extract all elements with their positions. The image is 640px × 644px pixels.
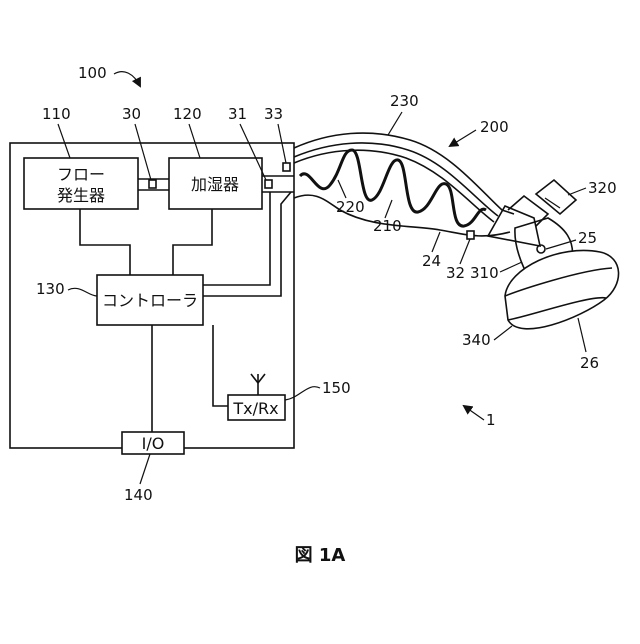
sensor-32 bbox=[467, 231, 474, 239]
ref-150-leader bbox=[285, 387, 320, 400]
ref-340: 340 bbox=[462, 331, 491, 349]
txrx-label: Tx/Rx bbox=[232, 399, 278, 418]
ref-100-arrow bbox=[114, 72, 140, 86]
heating-wire bbox=[300, 150, 486, 226]
ref-32: 32 bbox=[446, 264, 465, 282]
wire-flowgen-controller bbox=[80, 209, 130, 275]
ref-230: 230 bbox=[390, 92, 419, 110]
ref-200: 200 bbox=[480, 118, 509, 136]
ref-220: 220 bbox=[336, 198, 365, 216]
ref-230-leader bbox=[388, 112, 402, 135]
ref-120: 120 bbox=[173, 105, 202, 123]
ref-140-leader bbox=[140, 454, 150, 484]
humidifier-label: 加湿器 bbox=[191, 175, 239, 194]
ref-150: 150 bbox=[322, 379, 351, 397]
ref-110: 110 bbox=[42, 105, 71, 123]
flow-generator-label-1: フロー bbox=[57, 165, 105, 184]
ref-1-arrow bbox=[464, 406, 484, 420]
ref-220-leader bbox=[338, 180, 346, 198]
ref-100: 100 bbox=[78, 64, 107, 82]
figure-caption: 図 1A bbox=[295, 545, 346, 566]
ref-340-leader bbox=[494, 326, 512, 340]
ref-1: 1 bbox=[486, 411, 496, 429]
ref-120-leader bbox=[189, 124, 200, 158]
mask-frame bbox=[488, 206, 540, 246]
ref-25: 25 bbox=[578, 229, 597, 247]
ref-26: 26 bbox=[580, 354, 599, 372]
ref-26-leader bbox=[578, 318, 586, 352]
ref-33: 33 bbox=[264, 105, 283, 123]
ref-140: 140 bbox=[124, 486, 153, 504]
wire-controller-txrx bbox=[213, 325, 228, 406]
ref-24-leader bbox=[432, 232, 440, 252]
sensor-30 bbox=[149, 180, 156, 188]
ref-320: 320 bbox=[588, 179, 617, 197]
controller-label: コントローラ bbox=[102, 291, 198, 310]
ref-320-leader bbox=[568, 188, 586, 195]
tube-connector bbox=[508, 196, 548, 226]
sensor-31 bbox=[265, 180, 272, 188]
ref-32-leader bbox=[460, 239, 470, 264]
io-label: I/O bbox=[142, 434, 165, 453]
flow-generator-label-2: 発生器 bbox=[57, 186, 105, 205]
ref-310: 310 bbox=[470, 264, 499, 282]
ref-30: 30 bbox=[122, 105, 141, 123]
wire-humidifier-controller bbox=[173, 209, 212, 275]
ref-31: 31 bbox=[228, 105, 247, 123]
ref-24: 24 bbox=[422, 252, 441, 270]
sensor-33 bbox=[283, 163, 290, 171]
ref-200-arrow bbox=[450, 130, 476, 146]
ref-130-leader bbox=[68, 288, 97, 296]
ref-210: 210 bbox=[373, 217, 402, 235]
ref-110-leader bbox=[58, 124, 70, 158]
ref-130: 130 bbox=[36, 280, 65, 298]
ref-210-leader bbox=[385, 200, 392, 218]
ref-310-leader bbox=[500, 262, 522, 272]
port-25 bbox=[537, 245, 545, 253]
